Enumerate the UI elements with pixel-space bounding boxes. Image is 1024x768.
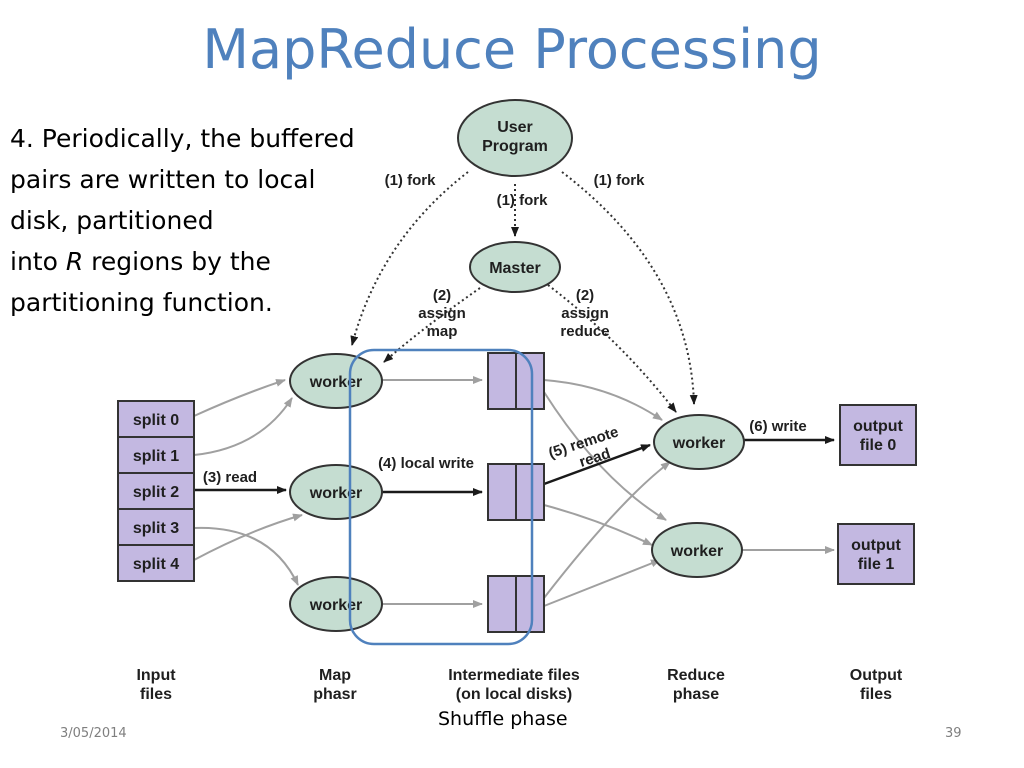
split-label-1: split 1 (133, 448, 179, 465)
page-number: 39 (945, 726, 962, 741)
data-flow-arrows (193, 376, 835, 608)
local-write-label: (4) local write (378, 455, 474, 472)
output-file-1-label-1: output (851, 537, 901, 554)
user-program-label-1: User (497, 119, 533, 136)
file0-to-reduce0 (543, 379, 663, 421)
shuffle-phase-label: Shuffle phase (438, 708, 568, 730)
split-label-2: split 2 (133, 484, 179, 501)
file2-to-reduce0 (543, 461, 671, 599)
assign-map-arrow (383, 287, 481, 363)
file1-to-reduce1 (543, 504, 653, 546)
body-line-3: disk, partitioned (10, 206, 214, 235)
caption-input-1: Input (136, 667, 176, 684)
split4-to-map2 (193, 526, 299, 586)
map-worker-2-label: worker (309, 597, 362, 614)
assign-reduce-label-1: (2) (576, 287, 594, 304)
remote-read-label: (5) remote read (546, 423, 620, 471)
output-file-0-label-2: file 0 (860, 437, 897, 454)
map-worker-1-label: worker (309, 485, 362, 502)
body-line-4-pre: into (10, 247, 66, 276)
assign-map-label-1: (2) (433, 287, 451, 304)
split0-to-map0 (193, 379, 286, 417)
body-line-2: pairs are written to local (10, 165, 316, 194)
fork-label-right: (1) fork (594, 172, 645, 189)
file2-to-reduce1 (543, 559, 661, 607)
body-line-1: 4. Periodically, the buffered (10, 124, 355, 153)
split3-to-map1 (193, 513, 303, 561)
split-label-4: split 4 (133, 556, 179, 573)
caption-reduce-1: Reduce (667, 667, 725, 684)
fork-label-center: (1) fork (497, 192, 548, 209)
input-splits: split 0 split 1 split 2 split 3 split 4 (117, 400, 195, 582)
body-line-4-em: R (65, 247, 84, 276)
reduce-worker-1-label: worker (670, 543, 723, 560)
map-worker-0-label: worker (309, 374, 362, 391)
split-box-4 (117, 544, 195, 582)
fork-arrow-left (350, 171, 469, 346)
assign-map-label-2: assign (418, 305, 466, 322)
write-label: (6) write (749, 418, 807, 435)
control-arrows (350, 171, 698, 413)
caption-map-1: Map (319, 667, 351, 684)
body-line-5: partitioning function. (10, 288, 273, 317)
caption-input-2: files (140, 686, 172, 703)
reduce-worker-0-label: worker (672, 435, 725, 452)
caption-output-2: files (860, 686, 892, 703)
highlight-arrows (194, 436, 835, 496)
split-label-3: split 3 (133, 520, 179, 537)
map-worker-2 (289, 576, 383, 632)
fork-arrow-right (561, 171, 698, 405)
column-captions: Input files Map phasr Intermediate files… (136, 667, 902, 703)
split-box-0 (117, 400, 195, 438)
map-worker-0 (289, 353, 383, 409)
read-label: (3) read (203, 469, 257, 486)
caption-reduce-2: phase (673, 686, 719, 703)
slide-title: MapReduce Processing (202, 18, 822, 81)
user-program-node (457, 99, 573, 177)
body-line-4: into R regions by the (10, 241, 410, 282)
split-label-0: split 0 (133, 412, 179, 429)
fork-label-left: (1) fork (385, 172, 436, 189)
assign-map-label-3: map (427, 323, 458, 340)
caption-intermediate-2: (on local disks) (456, 686, 572, 703)
split1-to-map0 (193, 397, 293, 456)
body-line-4-post: regions by the (83, 247, 271, 276)
master-label: Master (489, 260, 541, 277)
file0-to-reduce1 (543, 391, 667, 521)
footer-date: 3/05/2014 (60, 726, 127, 741)
split-box-2 (117, 472, 195, 510)
shuffle-highlight-box (348, 348, 534, 646)
master-node (469, 241, 561, 293)
output-file-1-label-2: file 1 (858, 556, 895, 573)
caption-output-1: Output (850, 667, 903, 684)
user-program-label-2: Program (482, 138, 548, 155)
output-file-1 (837, 523, 915, 585)
assign-reduce-label-3: reduce (560, 323, 609, 340)
slide-body-text: 4. Periodically, the buffered pairs are … (10, 118, 410, 323)
reduce-worker-0 (653, 414, 745, 470)
map-worker-1 (289, 464, 383, 520)
caption-intermediate-1: Intermediate files (448, 667, 580, 684)
remote-read-arrow (543, 443, 651, 486)
caption-map-2: phasr (313, 686, 357, 703)
assign-reduce-label-2: assign (561, 305, 609, 322)
reduce-worker-1 (651, 522, 743, 578)
assign-reduce-arrow (547, 284, 677, 413)
output-file-0-label-1: output (853, 418, 903, 435)
intermediate-files (487, 352, 545, 633)
output-file-0 (839, 404, 917, 466)
